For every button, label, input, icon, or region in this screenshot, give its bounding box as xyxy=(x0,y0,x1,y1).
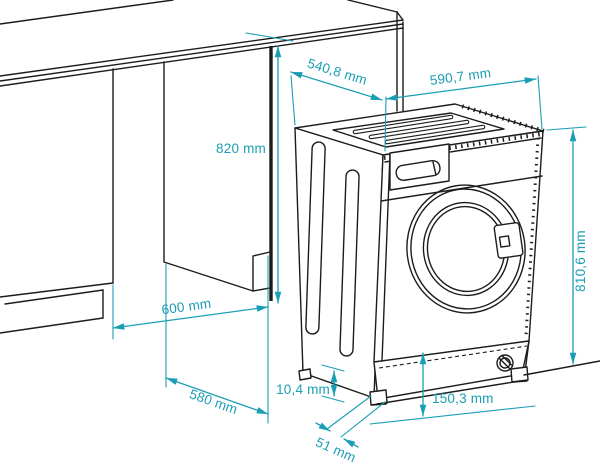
dimension-label-niche-width: 600 mm xyxy=(161,296,213,318)
drawer-handle-slot xyxy=(395,159,441,182)
top-recess-panel xyxy=(332,112,505,148)
niche-floor xyxy=(163,261,254,292)
washing-machine-drawing xyxy=(294,103,600,406)
dimension-machine-height: 810,6 mm xyxy=(546,126,588,365)
side-vent-slot xyxy=(339,169,360,357)
service-screw xyxy=(496,354,514,372)
dimension-foot-adjustment: 10,4 mm xyxy=(276,364,345,403)
dimension-label-niche-height: 820 mm xyxy=(216,141,266,156)
dimension-label-niche-depth: 580 mm xyxy=(187,386,239,417)
rear-foot xyxy=(298,368,312,381)
top-front-edge-hatch xyxy=(383,132,543,160)
niche-dimensions: 820 mm 600 mm 580 mm xyxy=(112,32,294,424)
dimension-label-machine-height: 810,6 mm xyxy=(573,230,588,292)
niche-step-board xyxy=(252,251,271,292)
dimension-foot-offset: 51 mm xyxy=(313,395,386,464)
front-right-foot xyxy=(510,366,529,383)
dimension-plinth-height: 150,3 mm xyxy=(369,352,536,425)
dimension-label-foot-adjustment: 10,4 mm xyxy=(276,382,330,397)
floor-line xyxy=(523,360,600,376)
cabinet-drawing xyxy=(0,0,404,334)
dimension-niche-height: 820 mm xyxy=(216,32,294,304)
front-right-edge-hatch xyxy=(524,137,540,337)
side-vent-slot xyxy=(305,141,326,335)
dimension-label-machine-depth: 540,8 mm xyxy=(306,56,369,88)
dimension-label-machine-width: 590,7 mm xyxy=(429,65,492,88)
dimension-label-plinth-height: 150,3 mm xyxy=(432,391,494,406)
dimension-label-foot-offset: 51 mm xyxy=(313,434,358,464)
